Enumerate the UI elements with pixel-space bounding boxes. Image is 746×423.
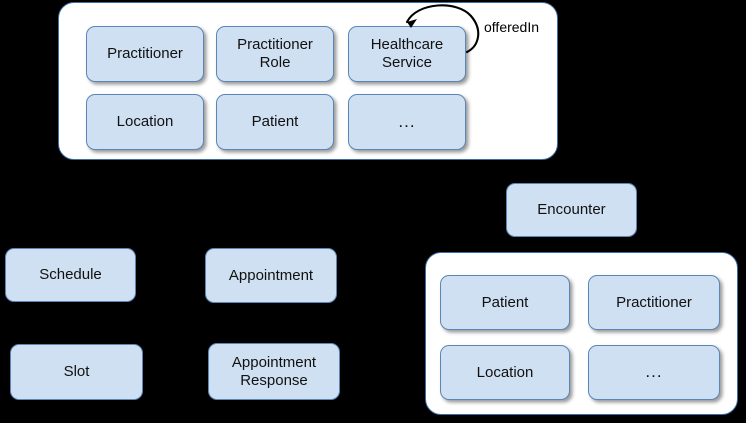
- entity-practitioner-role[interactable]: Practitioner Role: [216, 26, 334, 82]
- entity-location-encounter[interactable]: Location: [440, 345, 570, 400]
- entity-ellipsis-encounter[interactable]: ...: [588, 345, 720, 400]
- entity-slot[interactable]: Slot: [10, 344, 143, 400]
- entity-label: Appointment Response: [231, 353, 317, 389]
- entity-appointment-response[interactable]: Appointment Response: [208, 343, 340, 400]
- entity-healthcare-service[interactable]: Healthcare Service: [348, 26, 466, 82]
- entity-label: Location: [476, 363, 534, 381]
- entity-label: Healthcare Service: [370, 36, 444, 71]
- entity-ellipsis-top[interactable]: ...: [348, 94, 466, 150]
- entity-label: Encounter: [537, 201, 606, 219]
- entity-patient-encounter[interactable]: Patient: [440, 275, 570, 330]
- entity-label: Slot: [63, 363, 90, 381]
- entity-schedule[interactable]: Schedule: [5, 248, 136, 302]
- entity-label: ...: [645, 362, 663, 382]
- entity-practitioner-encounter[interactable]: Practitioner: [588, 275, 720, 330]
- entity-label: Practitioner Role: [237, 36, 313, 71]
- entity-label: Appointment: [228, 266, 314, 284]
- entity-label: Practitioner: [107, 45, 183, 63]
- entity-label: Schedule: [39, 266, 102, 284]
- edge-label-offeredin: offeredIn: [484, 19, 540, 35]
- entity-patient-top[interactable]: Patient: [216, 94, 334, 150]
- entity-label: ...: [398, 111, 416, 131]
- entity-label: Practitioner: [616, 293, 692, 311]
- entity-label: Patient: [481, 293, 529, 311]
- entity-appointment[interactable]: Appointment: [205, 248, 337, 303]
- entity-encounter[interactable]: Encounter: [506, 183, 637, 237]
- entity-practitioner-top[interactable]: Practitioner: [86, 26, 204, 82]
- entity-label: Patient: [251, 113, 299, 131]
- entity-location-top[interactable]: Location: [86, 94, 204, 150]
- entity-label: Location: [116, 113, 174, 131]
